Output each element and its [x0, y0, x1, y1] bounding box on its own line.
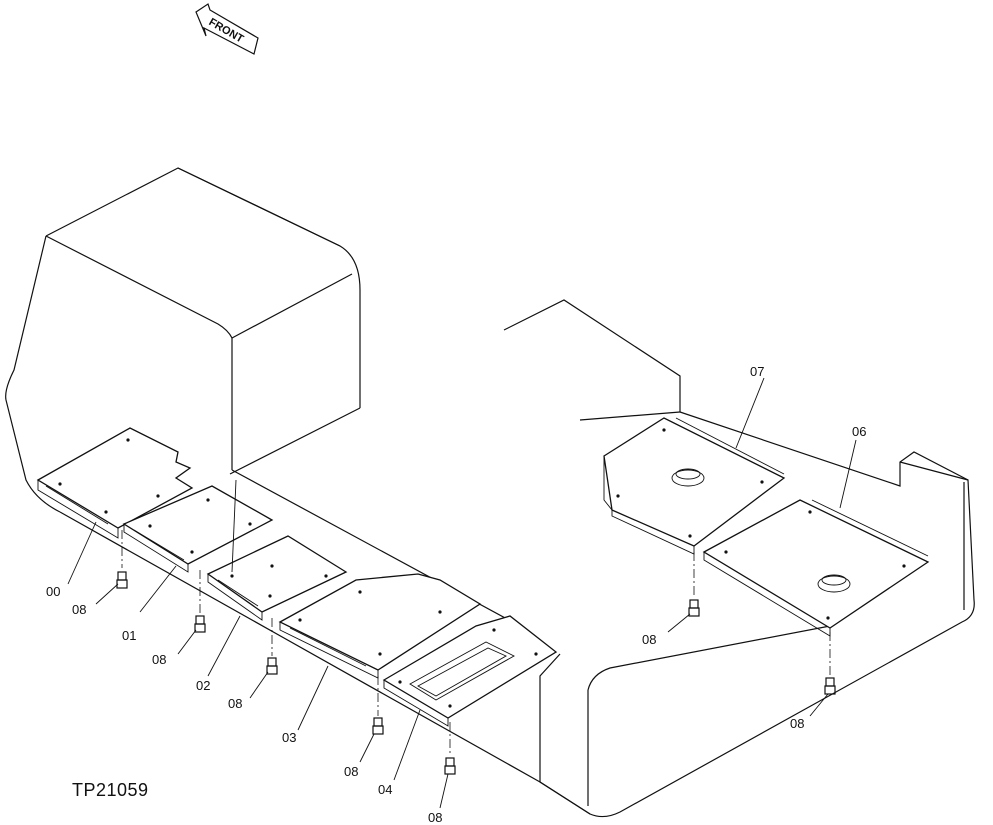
- callout-08-d: 08: [344, 764, 358, 779]
- callout-08-e: 08: [428, 810, 442, 825]
- callout-01: 01: [122, 628, 136, 643]
- figure-id: TP21059: [72, 780, 149, 800]
- bolt-icon: [116, 571, 128, 589]
- cover-plate-02: [206, 535, 348, 621]
- alignment-lines: [121, 530, 831, 756]
- bolt-icon: [824, 677, 836, 695]
- cover-plate-07: [603, 417, 786, 555]
- machine-frame: [5, 167, 975, 818]
- bolt-icon: [194, 615, 206, 633]
- cover-plate-04: [382, 615, 558, 727]
- callout-labels: 00 01 02 03 04 06 07 08 08 08 08 08 08 0…: [46, 364, 866, 825]
- callout-08-g: 08: [790, 716, 804, 731]
- cover-plate-06: [702, 499, 930, 637]
- front-arrow-icon: FRONT: [195, 3, 259, 55]
- callout-08-b: 08: [152, 652, 166, 667]
- cover-plate-03: [278, 573, 482, 679]
- callout-06: 06: [852, 424, 866, 439]
- bolt-icon: [444, 757, 456, 775]
- cover-plate-00: [36, 427, 194, 539]
- callout-08-c: 08: [228, 696, 242, 711]
- callout-08-a: 08: [72, 602, 86, 617]
- callout-07: 07: [750, 364, 764, 379]
- bolt-set: [116, 571, 836, 775]
- bolt-icon: [688, 599, 700, 617]
- leader-lines: [67, 377, 857, 809]
- callout-02: 02: [196, 678, 210, 693]
- callout-03: 03: [282, 730, 296, 745]
- callout-00: 00: [46, 584, 60, 599]
- bolt-icon: [372, 717, 384, 735]
- bolt-icon: [266, 657, 278, 675]
- front-label: FRONT: [207, 16, 246, 45]
- callout-08-f: 08: [642, 632, 656, 647]
- callout-04: 04: [378, 782, 392, 797]
